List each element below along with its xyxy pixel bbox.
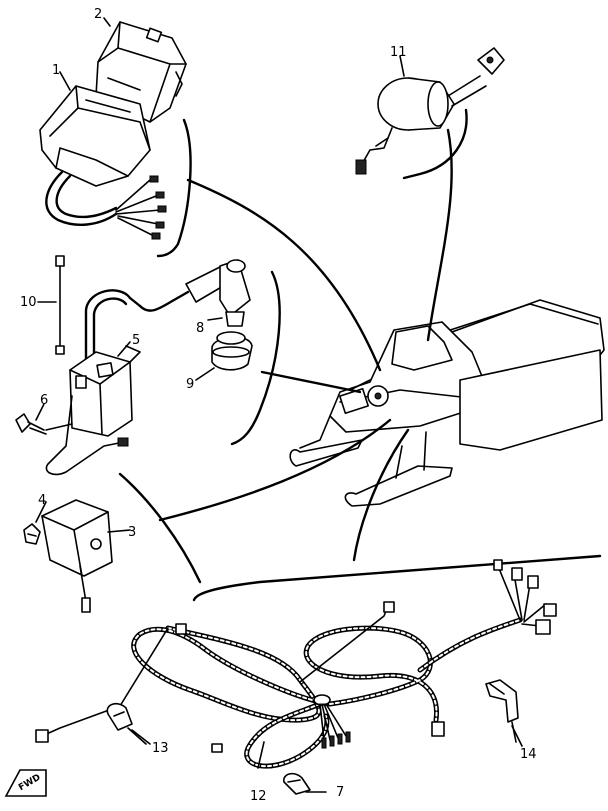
group-bracket-switch [402,108,468,180]
callout-13: 13 [152,741,169,756]
group-bracket-coil [230,270,281,446]
callout-12: 12 [250,789,267,804]
part-13-clamp [106,702,147,745]
part-9-plug-boot [211,331,253,371]
part-11-main-switch [355,47,505,175]
callout-10: 10 [20,295,37,310]
callout-7: 7 [336,785,344,800]
callout-9: 9 [186,377,194,392]
fwd-arrow-icon: FWD [4,769,47,797]
part-3-regulator [41,499,113,613]
callout-11: 11 [390,45,407,60]
callout-leaders [35,17,523,769]
group-bracket-harness [118,472,202,584]
part-6-bolt [15,413,73,435]
callout-6: 6 [40,393,48,408]
snowmobile-body [289,299,605,507]
part-8-plug-cap [138,259,251,327]
callout-3: 3 [128,525,136,540]
group-bracket-top [156,118,192,258]
callout-5: 5 [132,333,140,348]
part-1-housing [39,85,167,240]
callout-1: 1 [52,63,60,78]
callout-2: 2 [94,7,102,22]
part-5-ignition-coil [45,289,142,476]
callout-8: 8 [196,321,204,336]
part-14-bracket [485,679,519,743]
part-2-cover [95,21,187,123]
part-4-screw [23,523,41,545]
callout-14: 14 [520,747,537,762]
part-12-wire-harness [35,554,602,769]
part-10-ground-wire [37,255,65,355]
leader-lines [158,128,453,562]
part-7-clip [283,772,327,795]
callout-4: 4 [38,493,46,508]
